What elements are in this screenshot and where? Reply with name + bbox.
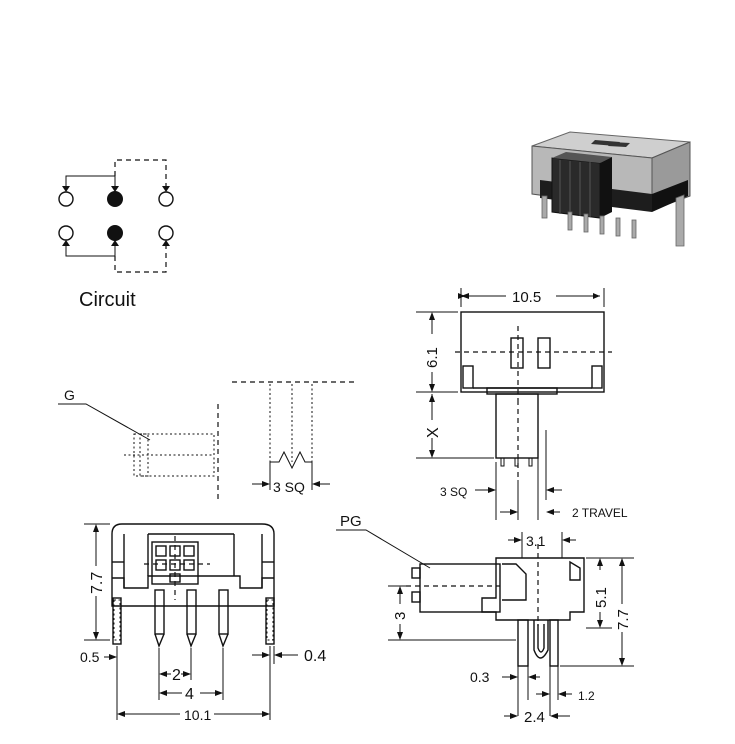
dim-3sq-mid: 3 SQ [273, 479, 305, 495]
circuit-contact [58, 191, 74, 207]
dim-side-left: 3 [392, 612, 409, 620]
circuit-bridge-dashed [114, 159, 167, 190]
dim-pin-thick: 0.4 [304, 648, 326, 665]
top-view: 10.5 6.1 X 3 SQ 2 TRAVEL [416, 288, 628, 520]
circuit-contact-common [107, 225, 123, 241]
circuit-bridge-solid [65, 175, 116, 190]
dim-top-height: 6.1 [424, 347, 441, 368]
label-g: G [64, 387, 75, 403]
dim-top-width: 10.5 [512, 289, 541, 306]
label-pg: PG [340, 513, 362, 530]
circuit-contact [58, 225, 74, 241]
dim-side-top: 3.1 [526, 533, 546, 549]
dim-travel: 2 TRAVEL [572, 506, 628, 520]
dim-side-height-a: 5.1 [593, 587, 610, 608]
circuit-diagram: Circuit [58, 159, 174, 311]
front-view: 7.7 0.5 2 4 10.1 0.4 [80, 523, 326, 723]
dim-pin-pitch: 2 [172, 667, 181, 684]
circuit-contact [158, 191, 174, 207]
dim-3sq-right: 3 SQ [440, 485, 467, 499]
dim-side-pin: 0.3 [470, 669, 490, 685]
g-detail: G [58, 387, 219, 500]
side-view: PG 3.1 5.1 [336, 513, 634, 726]
circuit-contact-common [107, 191, 123, 207]
circuit-label: Circuit [79, 289, 136, 311]
circuit-contact [158, 225, 174, 241]
dim-side-span: 2.4 [524, 709, 545, 726]
pin-row [112, 589, 275, 648]
sq-detail: 3 SQ [232, 381, 354, 495]
dim-body-width: 10.1 [184, 707, 211, 723]
dim-front-height: 7.7 [89, 572, 106, 594]
dim-side-gap: 1.2 [578, 689, 595, 703]
dim-side-height-b: 7.7 [615, 609, 632, 630]
dim-x: X [425, 427, 442, 438]
dim-pin-span: 4 [185, 686, 194, 703]
product-photo [531, 131, 691, 247]
dim-pin-width: 0.5 [80, 649, 100, 665]
